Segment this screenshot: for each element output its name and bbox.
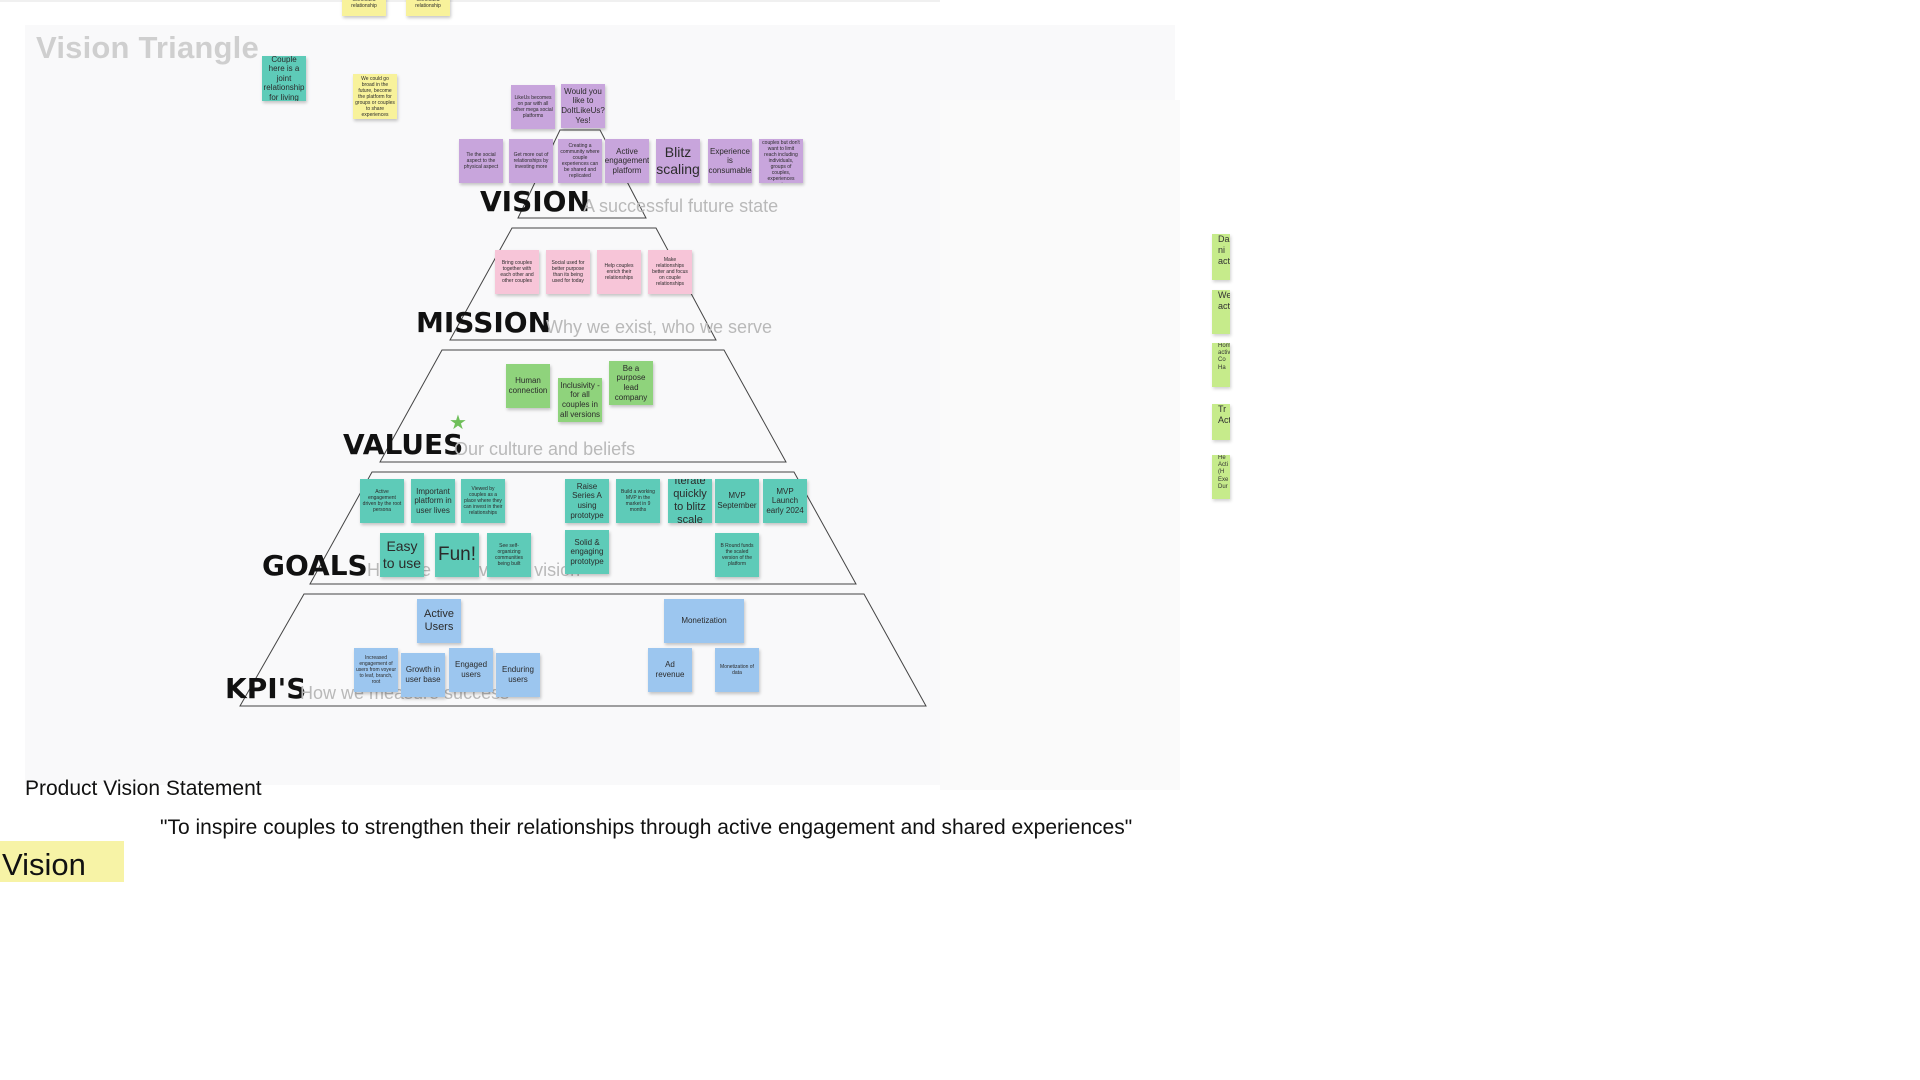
sticky-note[interactable]: Enduring users [496, 653, 540, 697]
sticky-note[interactable]: Be a purpose lead company [609, 361, 653, 405]
sticky-note[interactable]: Bring couples together with each other a… [495, 250, 539, 294]
sticky-note[interactable]: Monetization [664, 599, 744, 643]
sticky-note[interactable]: MVP Launch early 2024 [763, 479, 807, 523]
board-title: Vision Triangle [36, 30, 259, 65]
product-vision-title: Product Vision Statement [25, 777, 262, 800]
star-icon: ★ [449, 412, 467, 434]
sticky-note[interactable]: Solid & engaging prototype [565, 530, 609, 574]
sticky-note[interactable]: Tie the social aspect to the physical as… [459, 139, 503, 183]
sticky-note[interactable]: committed relationship [342, 0, 386, 16]
sticky-note[interactable]: Active Users [417, 599, 461, 643]
tier-subtitle-values: Our culture and beliefs [454, 439, 636, 459]
sticky-note[interactable]: Would you like to DoItLikeUs? Yes! [561, 84, 605, 128]
sticky-note[interactable]: Build a working MVP in the market in 9 m… [616, 479, 660, 523]
board-top-edge [0, 0, 940, 2]
sticky-note-partial[interactable]: Wee acti [1212, 290, 1230, 334]
sticky-note-partial[interactable]: Home activi Co Ha [1212, 343, 1230, 387]
sticky-note[interactable]: Important platform in user lives [411, 479, 455, 523]
sticky-note[interactable]: Active engagement platform [605, 139, 649, 183]
sticky-note[interactable]: Social used for better purpose than its … [546, 250, 590, 294]
tier-title-vision: VISION [480, 185, 590, 218]
board-frame-secondary [940, 100, 1180, 790]
sticky-note[interactable]: Active engagement driven by the root per… [360, 479, 404, 523]
sticky-note-partial[interactable]: Tr Acti [1212, 404, 1230, 440]
sticky-note[interactable]: Ad revenue [648, 648, 692, 692]
tier-subtitle-vision: A successful future state [583, 196, 779, 216]
sticky-note[interactable]: We could go broad in the future, become … [353, 74, 397, 119]
sticky-note[interactable]: Focus is on couples but don't want to li… [759, 139, 803, 183]
sticky-note[interactable]: MVP September [715, 479, 759, 523]
sticky-note[interactable]: Viewed by couples as a place where they … [461, 479, 505, 523]
tier-title-values: VALUES [343, 428, 464, 461]
sticky-note[interactable]: Couple here is a joint relationship for … [262, 56, 306, 101]
pyramid-tier-mission [449, 227, 717, 341]
tier-title-kpis: KPI'S [225, 672, 307, 705]
vision-frame-label[interactable]: Vision [0, 841, 124, 882]
sticky-note[interactable]: LikeUs becomes on par with all other meg… [511, 85, 555, 129]
pyramid-tier-vision [517, 129, 647, 219]
pyramid-tier-kpis [239, 593, 927, 707]
sticky-note-partial[interactable]: Da ni acti [1212, 234, 1230, 280]
pyramid-tier-goals [309, 471, 857, 585]
sticky-note[interactable]: Monetization of data [715, 648, 759, 692]
tier-subtitle-mission: Why we exist, who we serve [546, 317, 773, 337]
pyramid-tier-values [379, 349, 787, 463]
sticky-note-partial[interactable]: He Acti (H Exe Dur [1212, 455, 1230, 499]
sticky-note[interactable]: Get more out of relationships by investi… [509, 139, 553, 183]
sticky-note[interactable]: Raise Series A using prototype [565, 479, 609, 523]
sticky-note[interactable]: Growth in user base [401, 653, 445, 697]
sticky-note[interactable]: Creating a community where couple experi… [558, 139, 602, 183]
sticky-note[interactable]: Make relationships better and focus on c… [648, 250, 692, 294]
tier-title-goals: GOALS [262, 549, 368, 582]
sticky-note[interactable]: committed relationship [406, 0, 450, 16]
sticky-note[interactable]: Inclusivity - for all couples in all ver… [558, 378, 602, 422]
sticky-note[interactable]: Experience is consumable [708, 139, 752, 183]
sticky-note[interactable]: Blitz scaling [656, 139, 700, 183]
sticky-note[interactable]: Fun! [435, 533, 479, 577]
sticky-note[interactable]: B Round funds the scaled version of the … [715, 533, 759, 577]
sticky-note[interactable]: Increased engagement of users from voyeu… [354, 648, 398, 692]
sticky-note[interactable]: Human connection [506, 364, 550, 408]
sticky-note[interactable]: Engaged users [449, 648, 493, 692]
sticky-note[interactable]: Iterate quickly to blitz scale [668, 479, 712, 523]
sticky-note[interactable]: Easy to use [380, 533, 424, 577]
sticky-note[interactable]: Help couples enrich their relationships [597, 250, 641, 294]
tier-title-mission: MISSION [416, 306, 552, 339]
product-vision-statement: "To inspire couples to strengthen their … [160, 816, 1133, 839]
sticky-note[interactable]: See self-organizing communities being bu… [487, 533, 531, 577]
